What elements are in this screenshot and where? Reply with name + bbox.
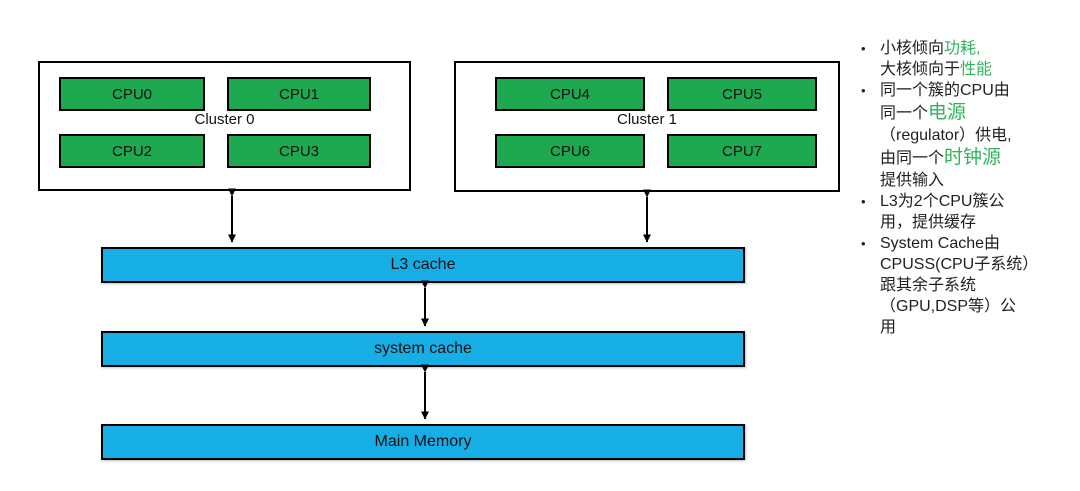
note-text: 提供输入 [880, 172, 945, 189]
cpu6-box: CPU6 [495, 134, 645, 168]
main-memory-label: Main Memory [374, 433, 472, 450]
bullet-marker: • [861, 236, 866, 251]
note-line: CPUSS(CPU子系统） [880, 254, 1080, 275]
note-bullet-item: •同一个簇的CPU由同一个电源（regulator）供电,由同一个时钟源提供输入 [858, 80, 1080, 191]
cpu6-label: CPU6 [549, 142, 590, 160]
note-line: 跟其余子系统 [880, 275, 1080, 296]
note-line: L3为2个CPU簇公 [880, 191, 1080, 212]
cpu3-label: CPU3 [278, 142, 319, 160]
highlighted-term: 电源 [928, 102, 967, 123]
bullet-marker: • [861, 194, 866, 209]
cpu2-box: CPU2 [59, 134, 205, 168]
note-text: 由同一个 [880, 150, 945, 167]
cpu5-label: CPU5 [721, 85, 762, 103]
note-line: （regulator）供电, [880, 125, 1080, 146]
note-line: 小核倾向功耗, [880, 38, 1080, 59]
note-bullet-item: • L3为2个CPU簇公用，提供缓存 [858, 191, 1080, 233]
cpu3-box: CPU3 [227, 134, 371, 168]
cpu0-label: CPU0 [111, 85, 152, 103]
cpu5-box: CPU5 [667, 77, 817, 111]
note-text: （GPU,DSP等）公 [880, 298, 1017, 315]
note-text: 同一个簇的CPU由 [880, 82, 1010, 99]
note-content: 小核倾向功耗,大核倾向于性能 [880, 38, 1080, 80]
cpu4-box: CPU4 [495, 77, 645, 111]
bullet-marker: • [861, 41, 866, 56]
note-line: 同一个电源 [880, 101, 1080, 125]
highlighted-term: 功耗, [944, 40, 981, 57]
cpu0-box: CPU0 [59, 77, 205, 111]
note-text: 大核倾向于 [880, 61, 961, 78]
note-text: 用 [880, 319, 897, 336]
highlighted-term: 性能 [960, 61, 993, 78]
l3-cache-label: L3 cache [390, 256, 456, 273]
note-line: 用，提供缓存 [880, 212, 1080, 233]
note-text: 小核倾向 [880, 40, 945, 57]
cpu2-label: CPU2 [111, 142, 152, 160]
cluster-0-box: CPU0 CPU1 Cluster 0 CPU2 CPU3 [38, 61, 411, 191]
note-content: L3为2个CPU簇公用，提供缓存 [880, 191, 1080, 233]
note-text: 用，提供缓存 [880, 214, 977, 231]
note-line: 用 [880, 317, 1080, 338]
note-bullet-item: • System Cache由 CPUSS(CPU子系统） 跟其余子系统 （GPU,DS… [858, 233, 1080, 338]
cluster-1-box: CPU4 CPU5 Cluster 1 CPU6 CPU7 [454, 61, 840, 192]
note-line: 由同一个时钟源 [880, 146, 1080, 170]
cpu1-box: CPU1 [227, 77, 371, 111]
l3-cache-bar: L3 cache [101, 247, 745, 283]
note-line: 大核倾向于性能 [880, 59, 1080, 80]
main-memory-bar: Main Memory [101, 424, 745, 460]
cpu7-label: CPU7 [721, 142, 762, 160]
system-cache-bar: system cache [101, 331, 745, 367]
highlighted-term: 时钟源 [944, 147, 1002, 168]
cluster-0-label: Cluster 0 [194, 111, 255, 128]
notes-panel: •小核倾向功耗,大核倾向于性能•同一个簇的CPU由同一个电源（regulator… [858, 38, 1080, 338]
cluster-1-label: Cluster 1 [616, 111, 678, 128]
cpu1-label: CPU1 [278, 85, 319, 103]
bullet-marker: • [861, 83, 866, 98]
note-content: 同一个簇的CPU由同一个电源（regulator）供电,由同一个时钟源提供输入 [880, 80, 1080, 191]
note-line: （GPU,DSP等）公 [880, 296, 1080, 317]
note-content: System Cache由 CPUSS(CPU子系统） 跟其余子系统 （GPU,DSP… [880, 233, 1080, 338]
note-text: 同一个 [880, 105, 929, 122]
note-text: （regulator）供电, [880, 127, 1012, 144]
note-text: System Cache由 [880, 235, 1001, 252]
note-text: CPUSS(CPU子系统） [880, 256, 1039, 273]
note-line: 同一个簇的CPU由 [880, 80, 1080, 101]
note-line: 提供输入 [880, 170, 1080, 191]
system-cache-label: system cache [374, 340, 472, 357]
notes-list: •小核倾向功耗,大核倾向于性能•同一个簇的CPU由同一个电源（regulator… [858, 38, 1080, 338]
note-line: System Cache由 [880, 233, 1080, 254]
note-bullet-item: •小核倾向功耗,大核倾向于性能 [858, 38, 1080, 80]
note-text: L3为2个CPU簇公 [880, 193, 1005, 210]
cpu4-label: CPU4 [549, 85, 590, 103]
cpu7-box: CPU7 [667, 134, 817, 168]
note-text: 跟其余子系统 [880, 277, 977, 294]
